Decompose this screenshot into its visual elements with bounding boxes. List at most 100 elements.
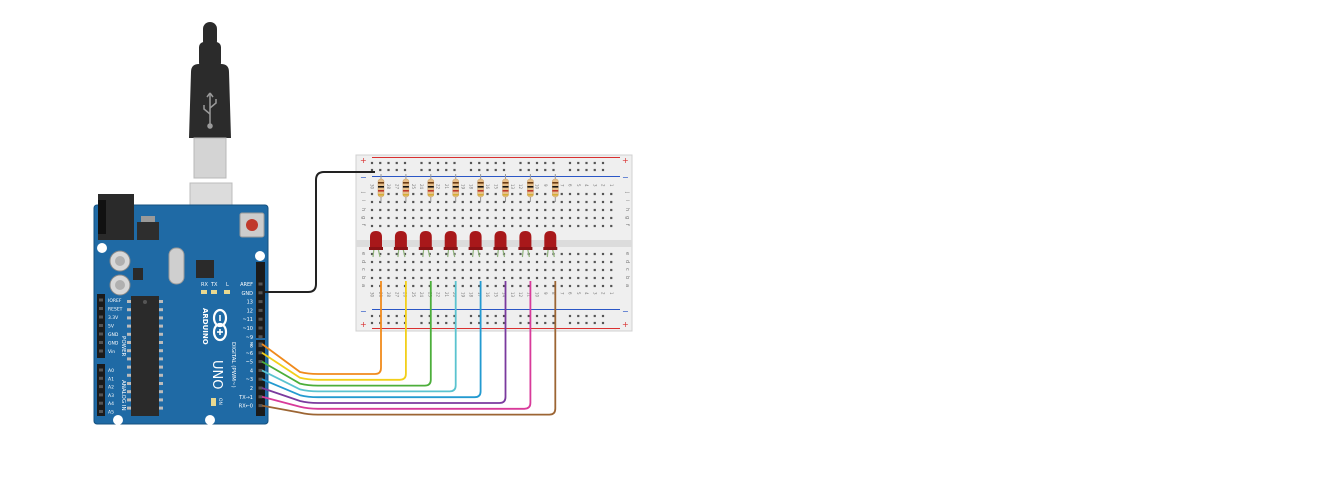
rail-plus-br: + bbox=[622, 320, 629, 329]
digital-pin-label: 12 bbox=[247, 308, 253, 314]
svg-text:21: 21 bbox=[444, 184, 449, 190]
signal-wire[interactable] bbox=[261, 281, 507, 404]
rail-minus-br: − bbox=[622, 307, 629, 316]
analog-pin-label: A3 bbox=[108, 393, 114, 399]
small-chip bbox=[133, 268, 143, 280]
red-led[interactable] bbox=[369, 231, 383, 258]
red-led[interactable] bbox=[543, 231, 558, 258]
svg-text:a: a bbox=[360, 284, 366, 287]
mount-hole bbox=[255, 251, 265, 261]
svg-text:30: 30 bbox=[370, 292, 375, 298]
svg-text:22: 22 bbox=[436, 292, 441, 298]
power-pin-label: Vin bbox=[108, 349, 115, 355]
usb-chip bbox=[196, 260, 214, 278]
power-pin-label: GND bbox=[108, 332, 119, 338]
svg-text:9: 9 bbox=[543, 184, 548, 187]
signal-wire[interactable] bbox=[261, 281, 432, 387]
signal-wire[interactable] bbox=[261, 281, 457, 393]
svg-text:25: 25 bbox=[411, 184, 416, 190]
red-led[interactable] bbox=[493, 231, 508, 258]
rail-plus-bl: + bbox=[360, 320, 367, 329]
svg-text:30: 30 bbox=[370, 184, 375, 190]
mount-hole bbox=[205, 415, 215, 425]
svg-text:17: 17 bbox=[477, 292, 482, 298]
svg-text:1: 1 bbox=[609, 292, 614, 295]
svg-text:10: 10 bbox=[535, 184, 540, 190]
red-led[interactable] bbox=[518, 231, 533, 258]
signal-wire[interactable] bbox=[261, 281, 382, 375]
svg-text:14: 14 bbox=[502, 292, 507, 298]
resistor[interactable] bbox=[502, 174, 509, 202]
svg-text:i: i bbox=[624, 200, 630, 201]
svg-text:g: g bbox=[624, 216, 630, 219]
signal-wire[interactable] bbox=[261, 281, 557, 416]
digital-pin-label: ~11 bbox=[242, 317, 253, 323]
resistors[interactable] bbox=[377, 174, 559, 202]
resistor[interactable] bbox=[527, 174, 534, 202]
svg-text:7: 7 bbox=[559, 184, 564, 187]
svg-text:b: b bbox=[360, 276, 366, 279]
resistor[interactable] bbox=[402, 174, 410, 202]
svg-text:10: 10 bbox=[535, 292, 540, 298]
svg-text:c: c bbox=[360, 268, 366, 271]
svg-text:f: f bbox=[624, 224, 630, 226]
svg-text:7: 7 bbox=[559, 292, 564, 295]
svg-text:d: d bbox=[360, 260, 366, 263]
resistor[interactable] bbox=[477, 174, 484, 202]
signal-wire[interactable] bbox=[261, 281, 482, 399]
red-led[interactable] bbox=[393, 231, 408, 258]
analog-header bbox=[97, 364, 105, 416]
svg-text:5: 5 bbox=[576, 184, 581, 187]
svg-text:11: 11 bbox=[526, 292, 531, 298]
svg-text:5: 5 bbox=[576, 292, 581, 295]
svg-text:27: 27 bbox=[394, 184, 399, 190]
svg-text:15: 15 bbox=[493, 184, 498, 190]
gnd-wire[interactable] bbox=[265, 171, 375, 293]
resistor[interactable] bbox=[427, 174, 435, 202]
on-label: ON bbox=[217, 398, 223, 405]
signal-wire[interactable] bbox=[261, 281, 407, 381]
red-led[interactable] bbox=[468, 231, 483, 258]
svg-text:4: 4 bbox=[584, 292, 589, 295]
led-label-l: L bbox=[226, 282, 229, 288]
power-pin-label: GND bbox=[108, 341, 119, 347]
red-led[interactable] bbox=[443, 231, 458, 258]
svg-text:9: 9 bbox=[543, 292, 548, 295]
svg-text:20: 20 bbox=[452, 292, 457, 298]
resistor[interactable] bbox=[552, 174, 559, 202]
leds[interactable] bbox=[369, 231, 558, 258]
rail-plus-tl: + bbox=[360, 156, 367, 165]
svg-text:f: f bbox=[360, 224, 366, 226]
resistor[interactable] bbox=[452, 174, 459, 202]
svg-text:12: 12 bbox=[518, 184, 523, 190]
signal-wires[interactable] bbox=[261, 281, 557, 416]
digital-pin-label: 4 bbox=[250, 368, 253, 374]
red-led[interactable] bbox=[418, 231, 433, 258]
svg-text:21: 21 bbox=[444, 292, 449, 298]
digital-pin-label: TX→1 bbox=[238, 395, 253, 401]
svg-text:13: 13 bbox=[510, 292, 515, 298]
digital-heading: DIGITAL (PWM~) bbox=[230, 342, 236, 388]
signal-wire[interactable] bbox=[261, 281, 532, 410]
usb-icon bbox=[203, 92, 217, 129]
header-holes bbox=[99, 282, 263, 413]
svg-text:d: d bbox=[624, 260, 630, 263]
led-label-rx: RX bbox=[201, 282, 208, 288]
analog-pin-label: A1 bbox=[108, 376, 114, 382]
dc-jack-front bbox=[98, 200, 106, 234]
arduino-uno-board[interactable]: RX TX L ARDUINO UNO DIGITAL (PWM~) POWER… bbox=[93, 194, 269, 425]
digital-pin-label: RX←0 bbox=[239, 404, 253, 410]
digital-pin-label: 8 bbox=[250, 344, 253, 350]
analog-heading: ANALOG IN bbox=[120, 380, 126, 411]
resistor[interactable] bbox=[377, 174, 385, 202]
svg-text:24: 24 bbox=[419, 184, 424, 190]
svg-text:e: e bbox=[360, 252, 366, 255]
svg-text:24: 24 bbox=[419, 292, 424, 298]
digital-pin-label: AREF bbox=[240, 282, 253, 288]
breadboard-center-channel bbox=[356, 240, 632, 247]
digital-pin-label: ~5 bbox=[246, 360, 253, 366]
